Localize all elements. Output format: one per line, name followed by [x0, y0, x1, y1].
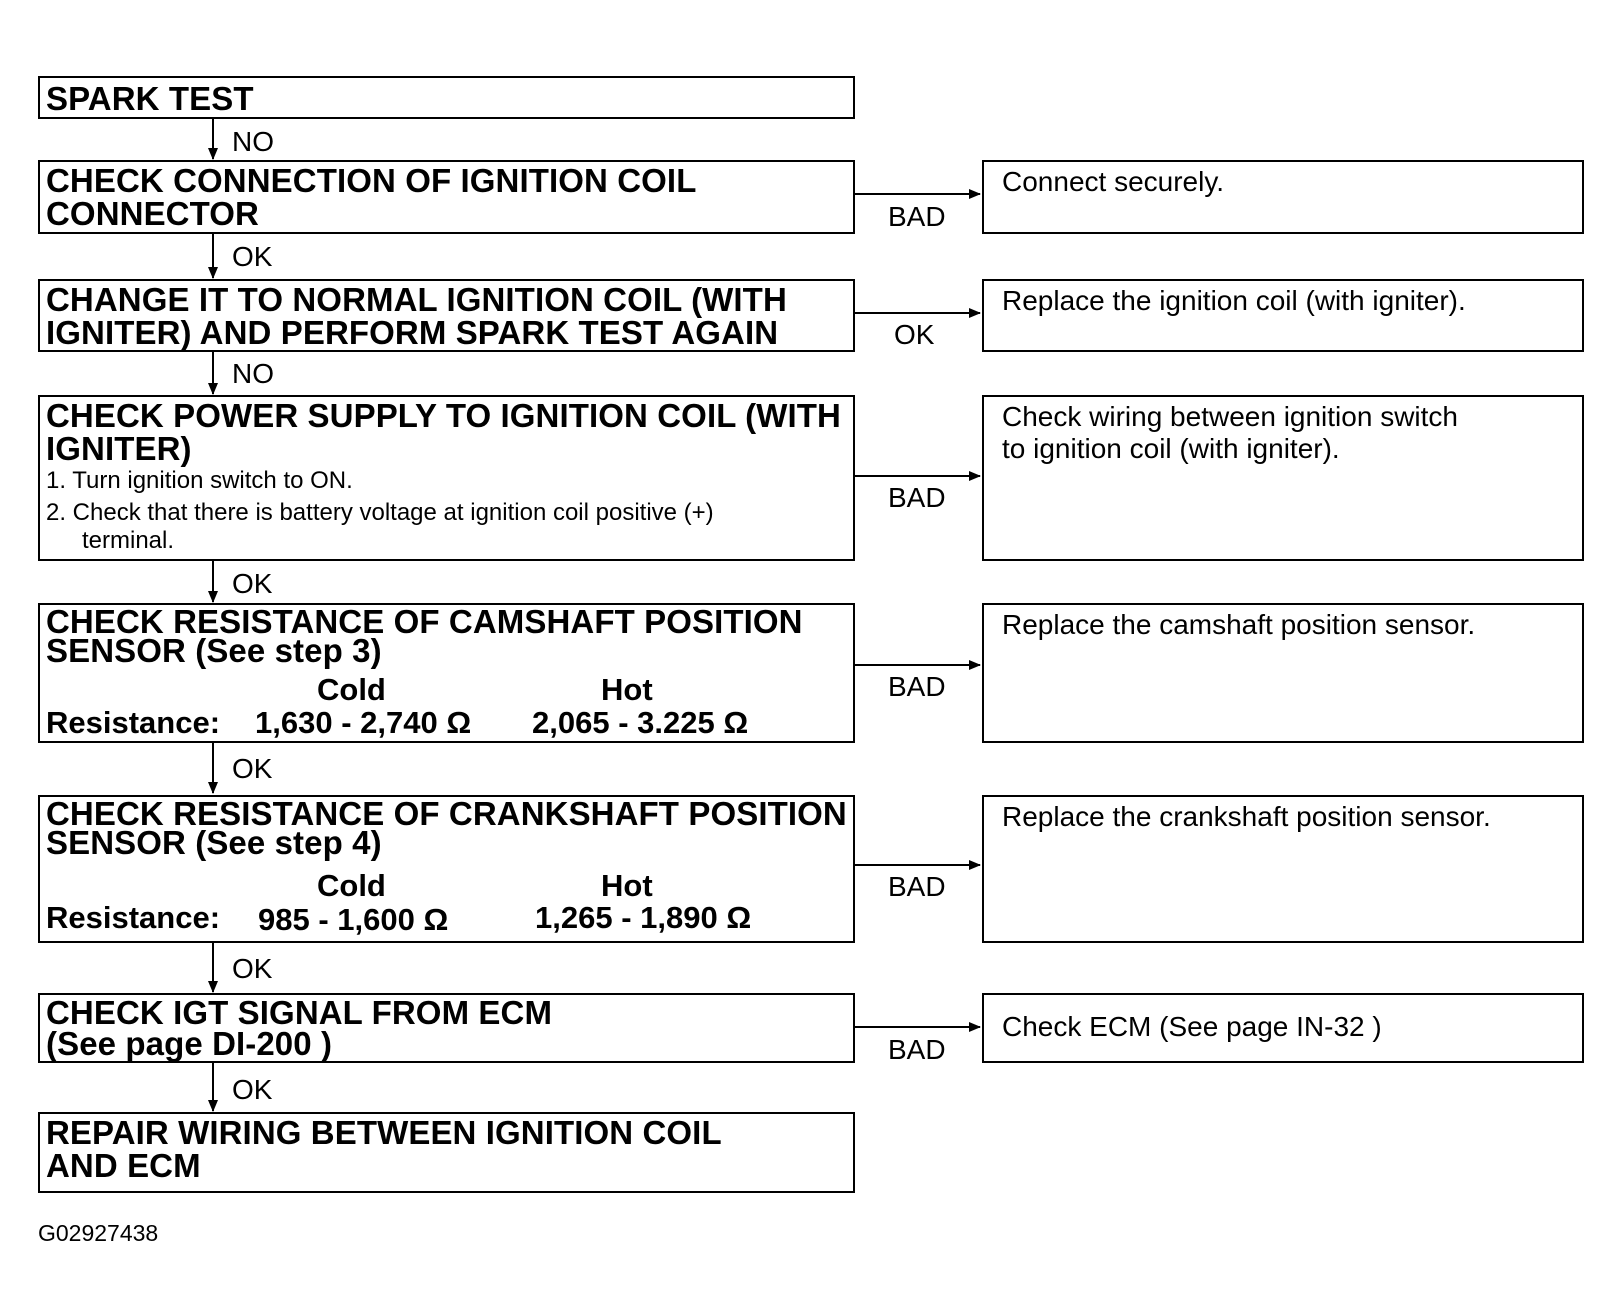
branch-label: BAD	[888, 482, 946, 513]
hot-value: 1,265 - 1,890 Ω	[535, 900, 752, 935]
hot-label: Hot	[601, 868, 653, 903]
down-label: OK	[232, 568, 273, 599]
step-substep: terminal.	[82, 527, 175, 554]
action-box-check-wiring: Check wiring between ignition switch to …	[982, 395, 1584, 561]
step-box-crankshaft-resistance: CHECK RESISTANCE OF CRANKSHAFT POSITION …	[38, 795, 855, 943]
down-label: OK	[232, 241, 273, 272]
step-box-check-connection: CHECK CONNECTION OF IGNITION COIL CONNEC…	[38, 160, 855, 234]
cold-label: Cold	[317, 868, 386, 903]
step-title: CHECK IGT SIGNAL FROM ECM (See page DI-2…	[46, 994, 553, 1062]
figure-id: G02927438	[38, 1220, 159, 1246]
branch-label: BAD	[888, 201, 946, 232]
step-title: CHECK RESISTANCE OF CAMSHAFT POSITION SE…	[46, 603, 803, 669]
branch-label: BAD	[888, 1034, 946, 1065]
step-title: REPAIR WIRING BETWEEN IGNITION COIL AND …	[46, 1114, 722, 1184]
action-text: Connect securely.	[1002, 166, 1225, 197]
step-title: CHANGE IT TO NORMAL IGNITION COIL (WITH …	[46, 281, 787, 351]
step-box-igt-signal: CHECK IGT SIGNAL FROM ECM (See page DI-2…	[38, 993, 855, 1063]
step-title: CHECK RESISTANCE OF CRANKSHAFT POSITION …	[46, 795, 847, 861]
action-text: Check ECM (See page IN-32 )	[1002, 1011, 1382, 1042]
action-box-check-ecm: Check ECM (See page IN-32 )	[982, 993, 1584, 1063]
branch-label: BAD	[888, 671, 946, 702]
down-label: OK	[232, 753, 273, 784]
action-box-replace-camshaft-sensor: Replace the camshaft position sensor.	[982, 603, 1584, 743]
step-box-change-coil: CHANGE IT TO NORMAL IGNITION COIL (WITH …	[38, 279, 855, 352]
action-text: Replace the ignition coil (with igniter)…	[1002, 285, 1466, 316]
step-substep: 2. Check that there is battery voltage a…	[46, 499, 714, 526]
hot-label: Hot	[601, 672, 653, 707]
step-box-repair-wiring: REPAIR WIRING BETWEEN IGNITION COIL AND …	[38, 1112, 855, 1193]
step-title: CHECK CONNECTION OF IGNITION COIL CONNEC…	[46, 162, 697, 232]
action-box-replace-coil: Replace the ignition coil (with igniter)…	[982, 279, 1584, 352]
down-label: NO	[232, 358, 274, 389]
resistance-label: Resistance:	[46, 705, 221, 740]
cold-label: Cold	[317, 672, 386, 707]
hot-value: 2,065 - 3.225 Ω	[532, 705, 749, 740]
action-text: Replace the camshaft position sensor.	[1002, 609, 1476, 640]
action-box-connect: Connect securely.	[982, 160, 1584, 234]
branch-label: BAD	[888, 871, 946, 902]
branch-label: OK	[894, 319, 935, 350]
action-text: Check wiring between ignition switch to …	[1002, 401, 1458, 464]
down-label: OK	[232, 1074, 273, 1105]
cold-value: 1,630 - 2,740 Ω	[255, 705, 472, 740]
down-label: NO	[232, 126, 274, 157]
step-box-spark-test: SPARK TEST	[38, 76, 855, 119]
step-box-power-supply: CHECK POWER SUPPLY TO IGNITION COIL (WIT…	[38, 395, 855, 561]
step-title: SPARK TEST	[46, 80, 254, 117]
step-title: CHECK POWER SUPPLY TO IGNITION COIL (WIT…	[46, 397, 841, 467]
step-box-camshaft-resistance: CHECK RESISTANCE OF CAMSHAFT POSITION SE…	[38, 603, 855, 743]
resistance-label: Resistance:	[46, 900, 221, 935]
down-label: OK	[232, 953, 273, 984]
step-substep: 1. Turn ignition switch to ON.	[46, 467, 353, 494]
action-text: Replace the crankshaft position sensor.	[1002, 801, 1491, 832]
action-box-replace-crankshaft-sensor: Replace the crankshaft position sensor.	[982, 795, 1584, 943]
cold-value: 985 - 1,600 Ω	[258, 902, 449, 937]
